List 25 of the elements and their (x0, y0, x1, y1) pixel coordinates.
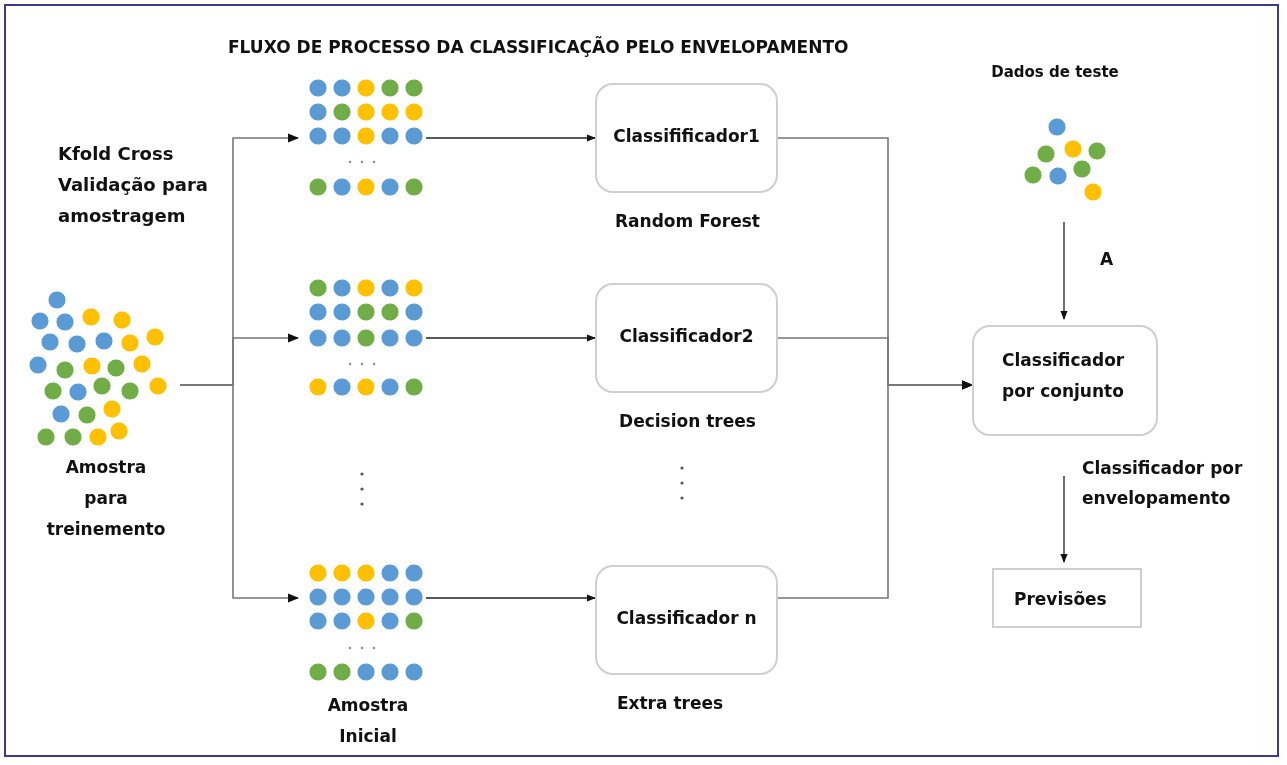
node-text: Classificador n (615, 607, 758, 630)
node-text: Previsões (1014, 588, 1108, 611)
caption-text: Decision trees (618, 410, 757, 433)
note-text: Kfold Cross Validação para amostragem (58, 142, 209, 228)
arrow (777, 380, 974, 599)
node-title: Dados de teste (990, 62, 1120, 83)
process-box (595, 83, 778, 193)
diagram-title: FLUXO DE PROCESSO DA CLASSIFICAÇÃO PELO ENVELOPAMENTO (228, 36, 849, 59)
arrow (1060, 221, 1068, 320)
caption-text: Random Forest (614, 210, 761, 233)
arrow (425, 594, 596, 602)
arrow (1060, 475, 1068, 563)
output-box (992, 568, 1142, 628)
process-box (595, 283, 778, 393)
process-box (972, 325, 1158, 436)
arrow (179, 384, 300, 603)
arrow (425, 334, 596, 342)
caption-text: Amostra Inicial (326, 694, 410, 748)
caption-text: Amostra para treinemento (45, 456, 167, 541)
caption-text: Extra trees (615, 692, 725, 715)
arrow (425, 134, 596, 142)
process-box (595, 565, 778, 675)
node-text: Classifificador1 (612, 125, 761, 148)
node-text: Classificador2 (618, 325, 755, 348)
node-text: Classificador por conjunto (1002, 349, 1126, 403)
